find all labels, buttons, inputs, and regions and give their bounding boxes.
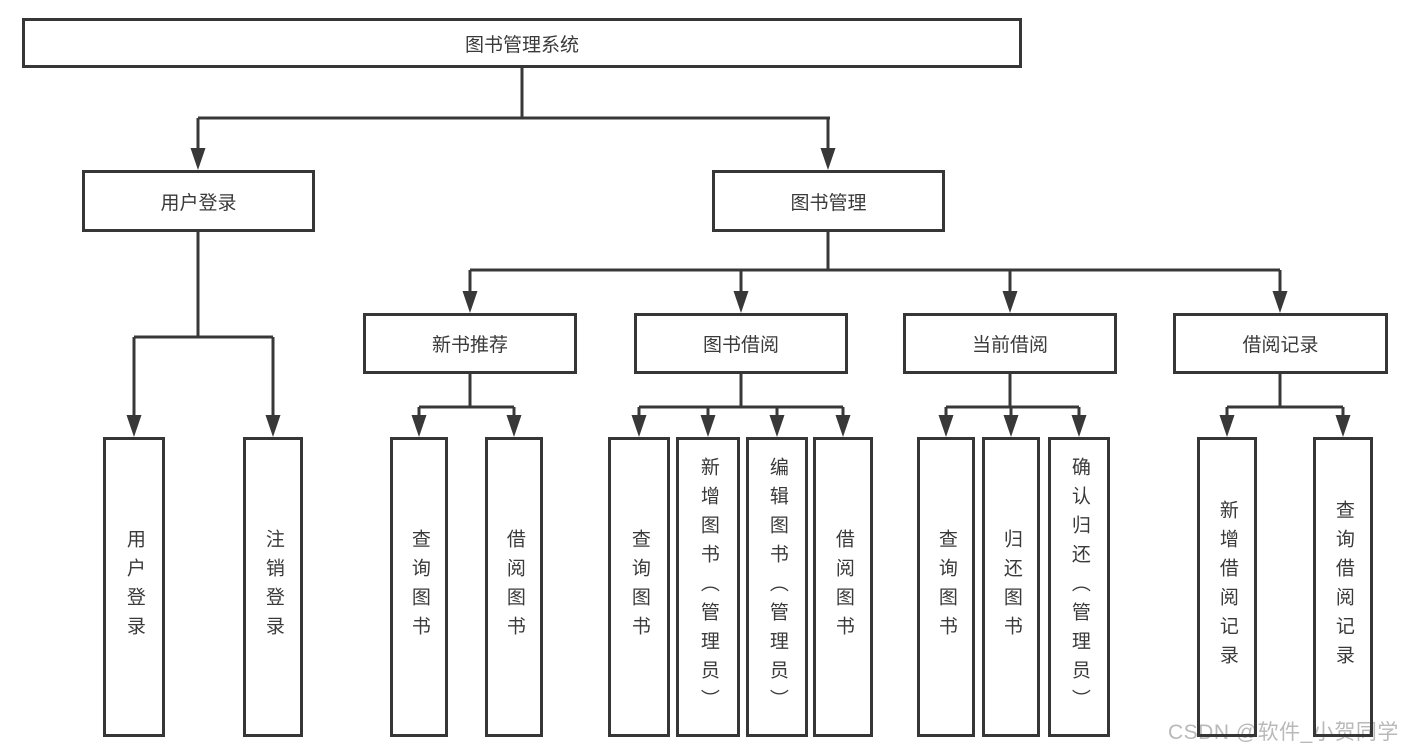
node-user-login: 用户登录 bbox=[82, 170, 315, 232]
node-root-system: 图书管理系统 bbox=[22, 18, 1022, 68]
node-book-borrow: 图书借阅 bbox=[634, 313, 848, 374]
leaf-records-add-record: 新增借阅记录 bbox=[1197, 437, 1257, 737]
node-book-management: 图书管理 bbox=[712, 170, 945, 232]
node-borrow-records: 借阅记录 bbox=[1173, 313, 1388, 374]
arrowheads bbox=[126, 148, 1351, 437]
leaf-user-login: 用户登录 bbox=[103, 437, 165, 737]
node-current-borrow: 当前借阅 bbox=[903, 313, 1117, 374]
node-new-book-recommend: 新书推荐 bbox=[363, 313, 577, 374]
arrow-icon bbox=[190, 148, 206, 170]
arrow-icon bbox=[506, 415, 522, 437]
arrow-icon bbox=[820, 148, 836, 170]
leaf-borrow-query-books: 查询图书 bbox=[608, 437, 670, 737]
arrow-icon bbox=[1272, 291, 1288, 313]
leaf-borrow-borrow-books: 借阅图书 bbox=[813, 437, 873, 737]
arrow-icon bbox=[733, 291, 749, 313]
leaf-current-return-books: 归还图书 bbox=[982, 437, 1040, 737]
arrow-icon bbox=[769, 415, 785, 437]
connector-newbook-fork bbox=[417, 374, 516, 417]
arrow-icon bbox=[265, 415, 281, 437]
arrow-icon bbox=[1335, 415, 1351, 437]
leaf-logout: 注销登录 bbox=[243, 437, 303, 737]
leaf-records-query-record: 查询借阅记录 bbox=[1313, 437, 1373, 737]
connector-borrow-fork bbox=[637, 374, 845, 417]
leaf-current-confirm-return-admin: 确认归还（管理员） bbox=[1048, 437, 1110, 737]
connector-mgmt-fork bbox=[468, 232, 1282, 293]
connector-root-fork bbox=[196, 68, 830, 152]
leaf-newbook-borrow-books: 借阅图书 bbox=[485, 437, 543, 737]
arrow-icon bbox=[126, 415, 142, 437]
connector-login-fork bbox=[132, 232, 275, 417]
csdn-watermark: CSDN @软件_小贺同学 bbox=[1168, 721, 1399, 744]
arrow-icon bbox=[631, 415, 647, 437]
arrow-icon bbox=[835, 415, 851, 437]
leaf-borrow-add-books-admin: 新增图书（管理员） bbox=[676, 437, 740, 737]
arrow-icon bbox=[411, 415, 427, 437]
arrow-icon bbox=[1003, 415, 1019, 437]
arrow-icon bbox=[462, 291, 478, 313]
connector-current-fork bbox=[944, 374, 1081, 417]
leaf-newbook-query-books: 查询图书 bbox=[390, 437, 448, 737]
arrow-icon bbox=[1071, 415, 1087, 437]
arrow-icon bbox=[1219, 415, 1235, 437]
connector-records-fork bbox=[1225, 374, 1345, 417]
leaf-borrow-edit-books-admin: 编辑图书（管理员） bbox=[746, 437, 808, 737]
arrow-icon bbox=[700, 415, 716, 437]
leaf-current-query-books: 查询图书 bbox=[917, 437, 975, 737]
arrow-icon bbox=[938, 415, 954, 437]
arrow-icon bbox=[1002, 291, 1018, 313]
